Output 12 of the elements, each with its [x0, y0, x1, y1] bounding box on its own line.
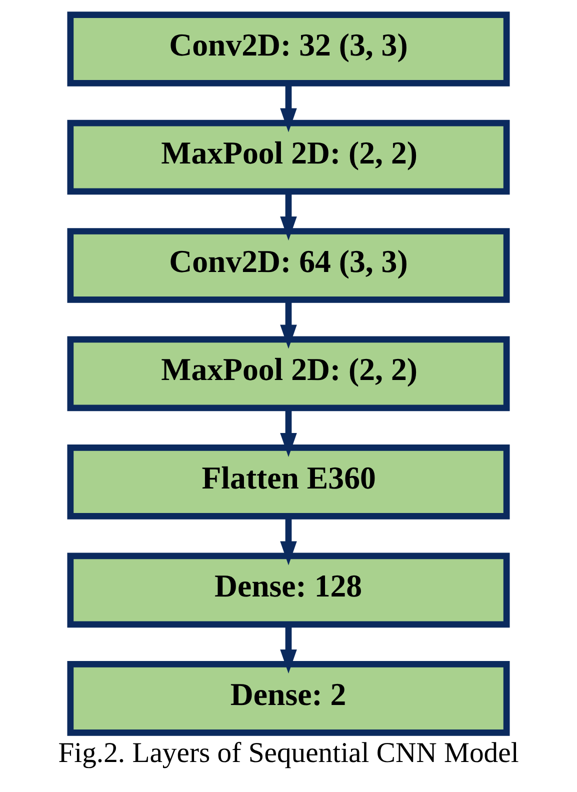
node-box: MaxPool 2D: (2, 2): [67, 120, 510, 195]
node-box: MaxPool 2D: (2, 2): [67, 336, 510, 412]
node-box: Conv2D: 32 (3, 3): [67, 12, 510, 86]
node-box: Conv2D: 64 (3, 3): [67, 228, 510, 303]
arrow: [280, 300, 297, 349]
arrow: [280, 192, 297, 240]
node-box: Flatten E360: [67, 444, 510, 520]
arrow: [280, 83, 297, 132]
node-box: Dense: 128: [67, 552, 510, 628]
node-box: Dense: 2: [67, 661, 510, 736]
caption: Fig.2. Layers of Sequential CNN Model: [58, 736, 519, 769]
arrow: [280, 516, 297, 566]
